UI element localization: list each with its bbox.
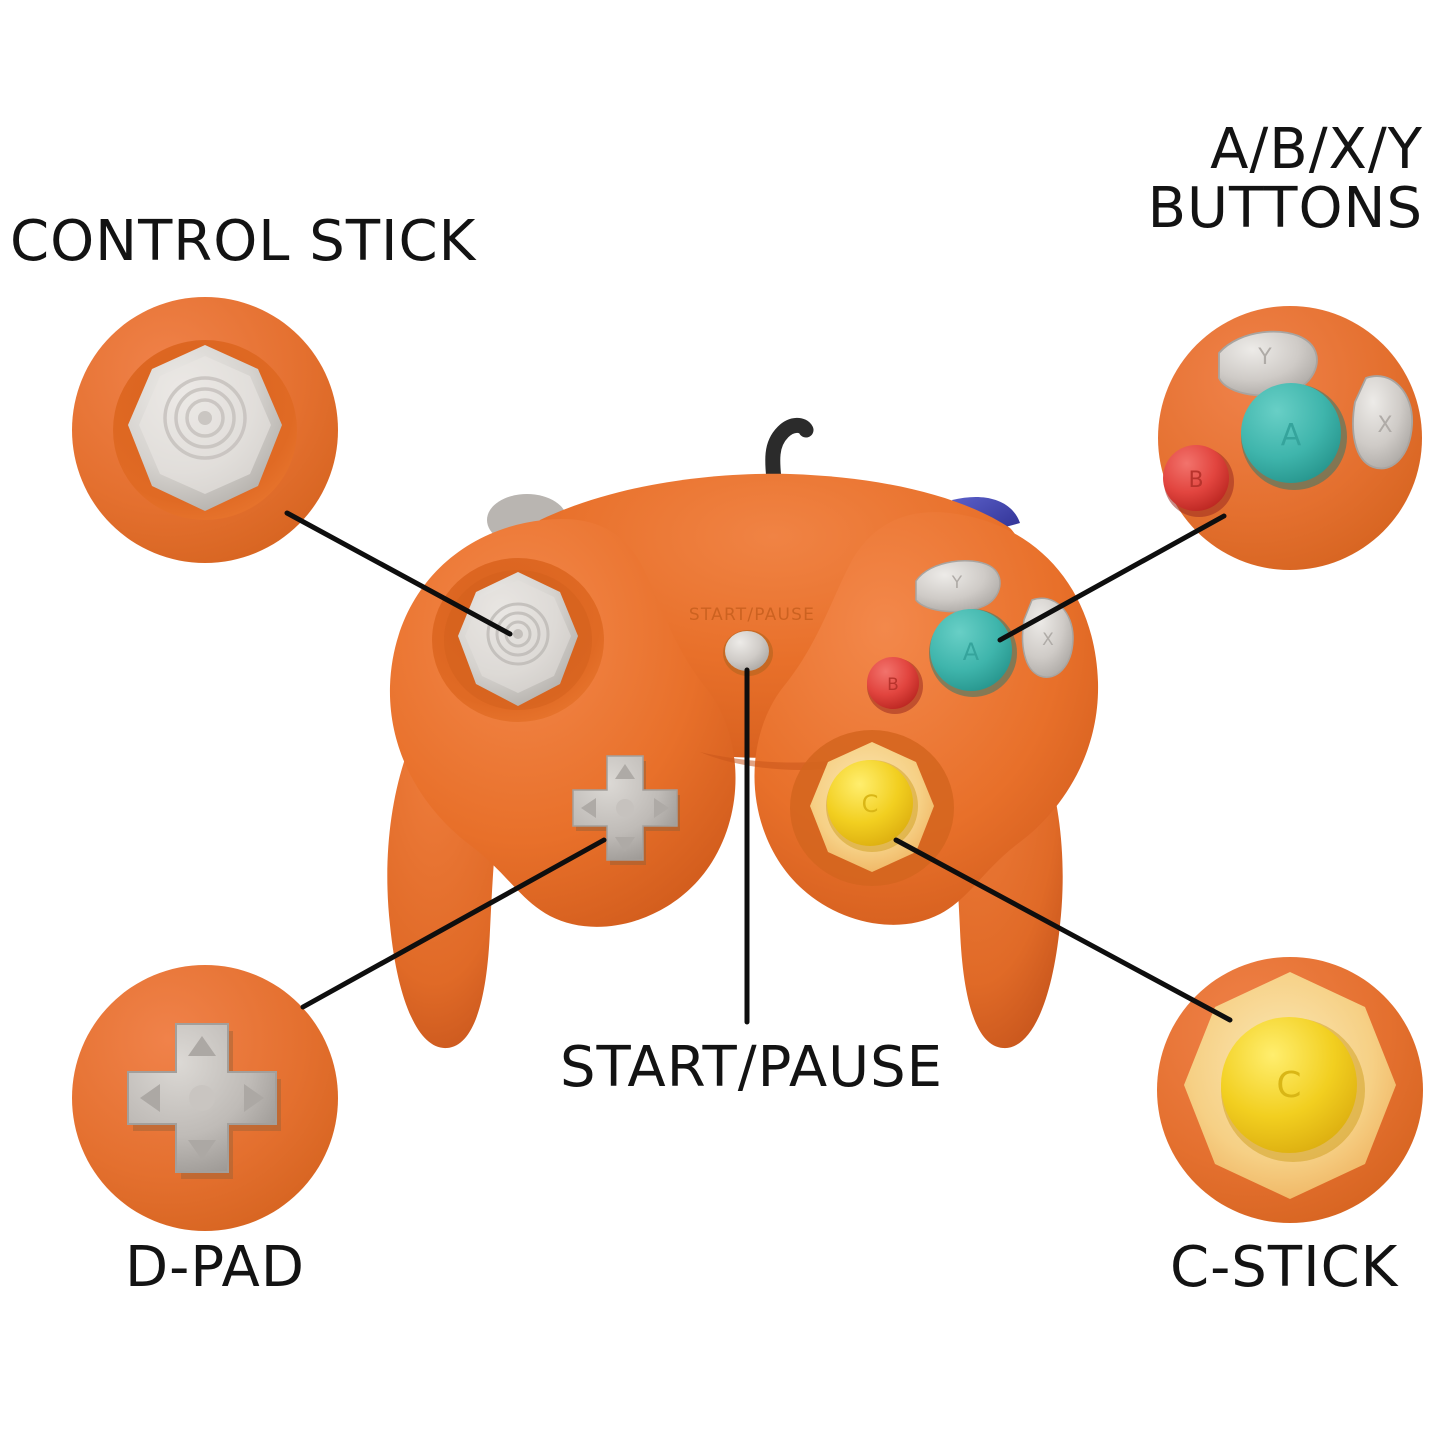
label-abxy-buttons: A/B/X/Y BUTTONS <box>1148 120 1423 239</box>
button-A-main <box>930 609 1012 691</box>
callout-c-stick-art: C <box>1157 957 1423 1223</box>
callout-abxy-art: Y X B A <box>1158 306 1422 570</box>
svg-text:B: B <box>887 675 899 695</box>
svg-text:A: A <box>1281 418 1302 453</box>
leader-abxy <box>997 513 1227 643</box>
leader-dpad <box>300 837 607 1010</box>
controller-body-group: START/PAUSE Y <box>387 417 1099 1049</box>
label-dpad: D-PAD <box>125 1235 305 1300</box>
callout-dpad-art <box>72 965 338 1231</box>
control-stick <box>432 558 604 722</box>
start-pause-emboss: START/PAUSE <box>689 605 815 625</box>
label-start-pause: START/PAUSE <box>560 1035 944 1100</box>
face-buttons-main: Y X B A <box>867 560 1074 714</box>
dpad-main <box>572 755 680 865</box>
start-pause-button-main <box>723 630 773 676</box>
button-B-main <box>867 657 919 709</box>
svg-text:X: X <box>1042 630 1054 650</box>
button-Y-callout <box>1218 330 1318 397</box>
svg-text:C: C <box>862 790 879 818</box>
leader-control-stick <box>284 510 513 637</box>
leader-lines <box>284 510 1233 1025</box>
button-Y-main <box>915 560 1001 613</box>
svg-text:X: X <box>1377 413 1392 438</box>
callout-control-stick-art <box>72 297 338 563</box>
label-abxy-line1: A/B/X/Y <box>1210 117 1423 182</box>
leader-c-stick <box>893 837 1233 1023</box>
svg-text:B: B <box>1188 468 1203 493</box>
controller-cable <box>765 417 814 498</box>
svg-text:C: C <box>1276 1065 1301 1106</box>
svg-text:Y: Y <box>1257 345 1272 370</box>
svg-text:Y: Y <box>951 573 963 593</box>
button-A-callout <box>1241 383 1341 483</box>
label-abxy-line2: BUTTONS <box>1147 176 1423 242</box>
button-X-callout <box>1352 375 1413 470</box>
c-stick-main: C <box>790 730 954 886</box>
button-B-callout <box>1163 445 1229 511</box>
svg-text:A: A <box>963 638 980 666</box>
label-c-stick: C-STICK <box>1170 1235 1399 1300</box>
label-control-stick: CONTROL STICK <box>10 209 477 274</box>
